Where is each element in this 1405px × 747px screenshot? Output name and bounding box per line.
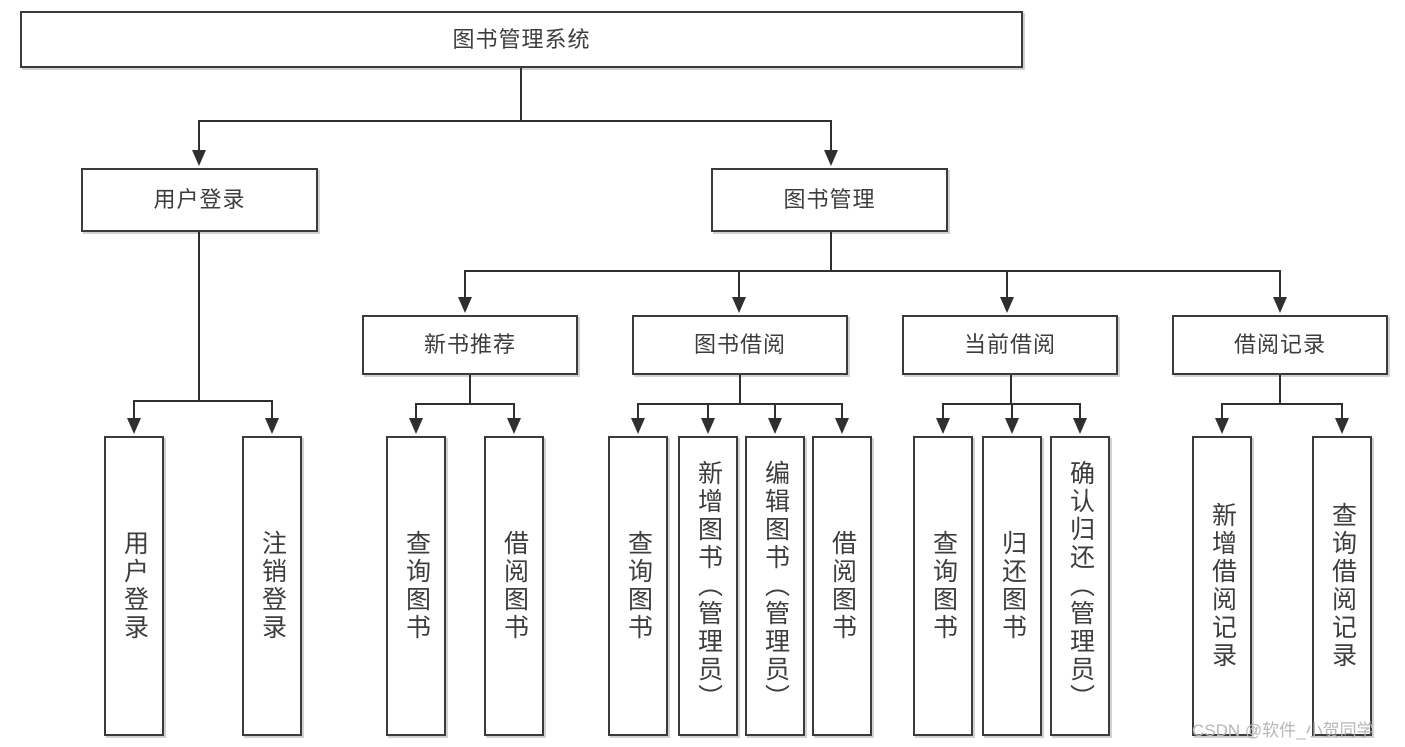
node-root[interactable]: 图书管理系统 [20, 11, 1023, 68]
arrow-borrow-to-leaf2 [701, 418, 715, 434]
leaf-query-book-borrow[interactable]: 查询图书 [608, 436, 668, 736]
connector-records-bus [1221, 403, 1341, 405]
leaf-query-book-current[interactable]: 查询图书 [913, 436, 973, 736]
arrow-bookmgmt-to-records [1273, 297, 1287, 313]
connector-current-to-leaf2 [1011, 403, 1013, 420]
connector-current-to-leaf1 [942, 403, 944, 420]
connector-records-stem [1279, 375, 1281, 403]
leaf-confirm-return-admin-label: 确认归还（管理员） [1066, 460, 1095, 712]
connector-borrow-to-leaf3 [774, 403, 776, 420]
connector-bookmgmt-to-records [1279, 270, 1281, 299]
connector-root-bus [198, 120, 832, 122]
arrow-root-to-bookmgmt [824, 150, 838, 166]
connector-bookmgmt-bus [464, 270, 1280, 272]
arrow-login-to-leaf1 [127, 418, 141, 434]
arrow-current-to-leaf2 [1005, 418, 1019, 434]
arrow-bookmgmt-to-borrow [732, 297, 746, 313]
leaf-user-login-label: 用户登录 [120, 530, 149, 642]
node-current-borrow[interactable]: 当前借阅 [902, 315, 1118, 375]
arrow-newbook-to-leaf2 [507, 418, 521, 434]
leaf-return-book[interactable]: 归还图书 [982, 436, 1042, 736]
node-borrow-records[interactable]: 借阅记录 [1172, 315, 1388, 375]
connector-current-to-leaf3 [1079, 403, 1081, 420]
leaf-query-book-newbook-label: 查询图书 [402, 530, 431, 642]
leaf-borrow-book-newbook-label: 借阅图书 [500, 530, 529, 642]
leaf-query-borrow-record-label: 查询借阅记录 [1328, 502, 1357, 670]
connector-borrow-to-leaf2 [707, 403, 709, 420]
connector-login-bus [133, 400, 272, 402]
connector-login-to-leaf2 [271, 400, 273, 420]
leaf-borrow-book[interactable]: 借阅图书 [812, 436, 872, 736]
arrow-records-to-leaf2 [1335, 418, 1349, 434]
connector-login-to-leaf1 [133, 400, 135, 420]
arrow-records-to-leaf1 [1215, 418, 1229, 434]
node-borrow-records-label: 借阅记录 [1233, 332, 1326, 358]
connector-records-to-leaf1 [1221, 403, 1223, 420]
leaf-add-borrow-record-label: 新增借阅记录 [1208, 502, 1237, 670]
arrow-root-to-login [192, 150, 206, 166]
arrow-current-to-leaf1 [936, 418, 950, 434]
arrow-borrow-to-leaf3 [768, 418, 782, 434]
connector-newbook-stem [469, 375, 471, 403]
arrow-borrow-to-leaf4 [835, 418, 849, 434]
node-book-management[interactable]: 图书管理 [711, 168, 948, 232]
connector-current-stem [1010, 375, 1012, 403]
node-book-borrow-label: 图书借阅 [693, 332, 786, 358]
watermark: CSDN @软件_小贺同学 [1192, 721, 1374, 740]
connector-borrow-to-leaf1 [637, 403, 639, 420]
connector-root-to-login [198, 120, 200, 152]
leaf-confirm-return-admin[interactable]: 确认归还（管理员） [1050, 436, 1110, 736]
leaf-add-borrow-record[interactable]: 新增借阅记录 [1192, 436, 1252, 736]
node-new-book-recommend[interactable]: 新书推荐 [362, 315, 578, 375]
connector-newbook-to-leaf1 [415, 403, 417, 420]
connector-bookmgmt-stem [830, 232, 832, 270]
leaf-edit-book-admin[interactable]: 编辑图书（管理员） [745, 436, 805, 736]
connector-newbook-to-leaf2 [513, 403, 515, 420]
leaf-query-borrow-record[interactable]: 查询借阅记录 [1312, 436, 1372, 736]
arrow-newbook-to-leaf1 [409, 418, 423, 434]
node-current-borrow-label: 当前借阅 [963, 332, 1056, 358]
connector-root-stem [520, 68, 522, 120]
leaf-add-book-admin-label: 新增图书（管理员） [694, 460, 723, 712]
leaf-add-book-admin[interactable]: 新增图书（管理员） [678, 436, 738, 736]
connector-borrow-stem [739, 375, 741, 403]
leaf-borrow-book-newbook[interactable]: 借阅图书 [484, 436, 544, 736]
connector-borrow-to-leaf4 [841, 403, 843, 420]
arrow-current-to-leaf3 [1073, 418, 1087, 434]
leaf-return-book-label: 归还图书 [998, 530, 1027, 642]
arrow-bookmgmt-to-current [1000, 297, 1014, 313]
node-user-login-label: 用户登录 [153, 187, 246, 213]
leaf-query-book-borrow-label: 查询图书 [624, 530, 653, 642]
connector-root-to-bookmgmt [830, 120, 832, 152]
connector-bookmgmt-to-borrow [738, 270, 740, 299]
leaf-query-book-current-label: 查询图书 [929, 530, 958, 642]
node-root-label: 图书管理系统 [452, 26, 591, 52]
leaf-logout[interactable]: 注销登录 [242, 436, 302, 736]
connector-records-to-leaf2 [1341, 403, 1343, 420]
connector-bookmgmt-to-current [1006, 270, 1008, 299]
leaf-borrow-book-label: 借阅图书 [828, 530, 857, 642]
arrow-login-to-leaf2 [265, 418, 279, 434]
leaf-query-book-newbook[interactable]: 查询图书 [386, 436, 446, 736]
node-new-book-recommend-label: 新书推荐 [423, 332, 516, 358]
arrow-bookmgmt-to-newbook [458, 297, 472, 313]
leaf-edit-book-admin-label: 编辑图书（管理员） [761, 460, 790, 712]
leaf-user-login[interactable]: 用户登录 [104, 436, 164, 736]
node-book-borrow[interactable]: 图书借阅 [632, 315, 848, 375]
connector-newbook-bus [415, 403, 514, 405]
connector-bookmgmt-to-newbook [464, 270, 466, 299]
arrow-borrow-to-leaf1 [631, 418, 645, 434]
node-book-management-label: 图书管理 [783, 187, 876, 213]
connector-login-stem [198, 232, 200, 400]
connector-borrow-bus [637, 403, 842, 405]
leaf-logout-label: 注销登录 [258, 530, 287, 642]
node-user-login[interactable]: 用户登录 [81, 168, 318, 232]
